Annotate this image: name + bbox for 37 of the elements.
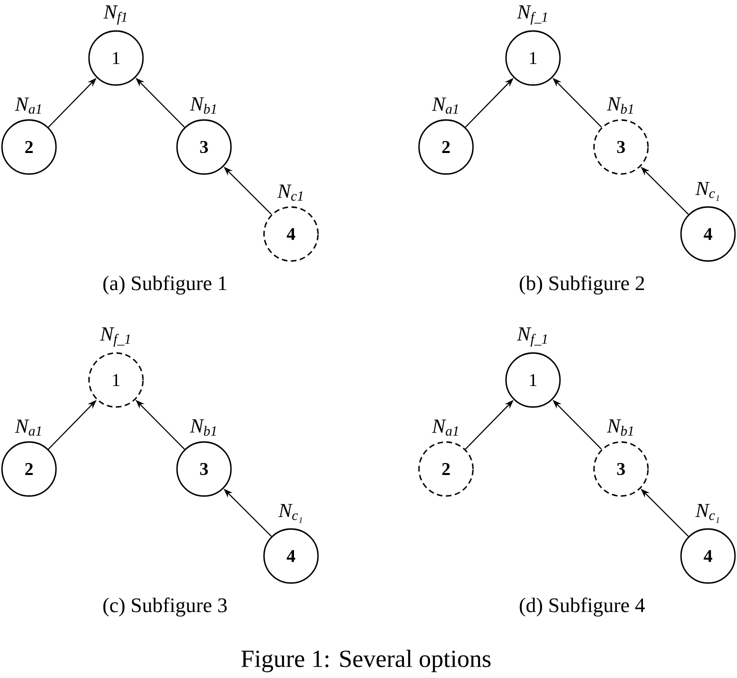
node-label: N$_{f_1}$ xyxy=(100,327,130,347)
figure-caption: Figure 1: Several options xyxy=(241,650,491,672)
node-label: N$_{b1}$ xyxy=(606,419,633,436)
circle-node: 2 xyxy=(418,119,474,175)
circle-node: 3 xyxy=(176,119,232,175)
circle-node: 3 xyxy=(593,119,649,175)
circle-node: 2 xyxy=(1,119,57,175)
circle-node: 4 xyxy=(263,206,319,262)
node-label: N$_{a1}$ xyxy=(432,420,458,436)
node-label: N$_{c₁}$ xyxy=(278,504,302,523)
node-label: N$_{a1}$ xyxy=(14,98,41,114)
circle-node: 2 xyxy=(1,441,57,497)
node-label: N$_{b1}$ xyxy=(606,97,633,114)
circle-node: 1 xyxy=(88,352,144,408)
node-label: N$_{c1}$ xyxy=(277,184,302,201)
subfigure-caption: (a) Subfigure 1 xyxy=(103,276,226,294)
subfigure-caption: (d) Subfigure 4 xyxy=(520,598,645,616)
node-label: N$_{c₁}$ xyxy=(695,182,719,201)
circle-node: 4 xyxy=(263,528,319,584)
circle-node: 2 xyxy=(418,441,474,497)
node-label: N$_{b1}$ xyxy=(190,419,216,436)
circle-node: 1 xyxy=(505,352,561,408)
circle-node: 3 xyxy=(176,441,232,497)
node-label: N$_{a1}$ xyxy=(14,420,41,436)
node-label: N$_{f1}$ xyxy=(103,5,126,25)
circle-node: 3 xyxy=(593,441,649,497)
node-label: N$_{c₁}$ xyxy=(695,504,719,523)
circle-node: 4 xyxy=(680,206,736,262)
circle-node: 1 xyxy=(505,30,561,86)
node-label: N$_{b1}$ xyxy=(190,97,216,114)
circle-node: 4 xyxy=(680,528,736,584)
subfigure-caption: (c) Subfigure 3 xyxy=(103,598,227,616)
node-label: N$_{a1}$ xyxy=(432,98,458,114)
node-label: N$_{f_1}$ xyxy=(516,5,547,25)
circle-node: 1 xyxy=(88,30,144,86)
subfigure-caption: (b) Subfigure 2 xyxy=(520,276,644,294)
node-label: N$_{f_1}$ xyxy=(516,327,547,347)
